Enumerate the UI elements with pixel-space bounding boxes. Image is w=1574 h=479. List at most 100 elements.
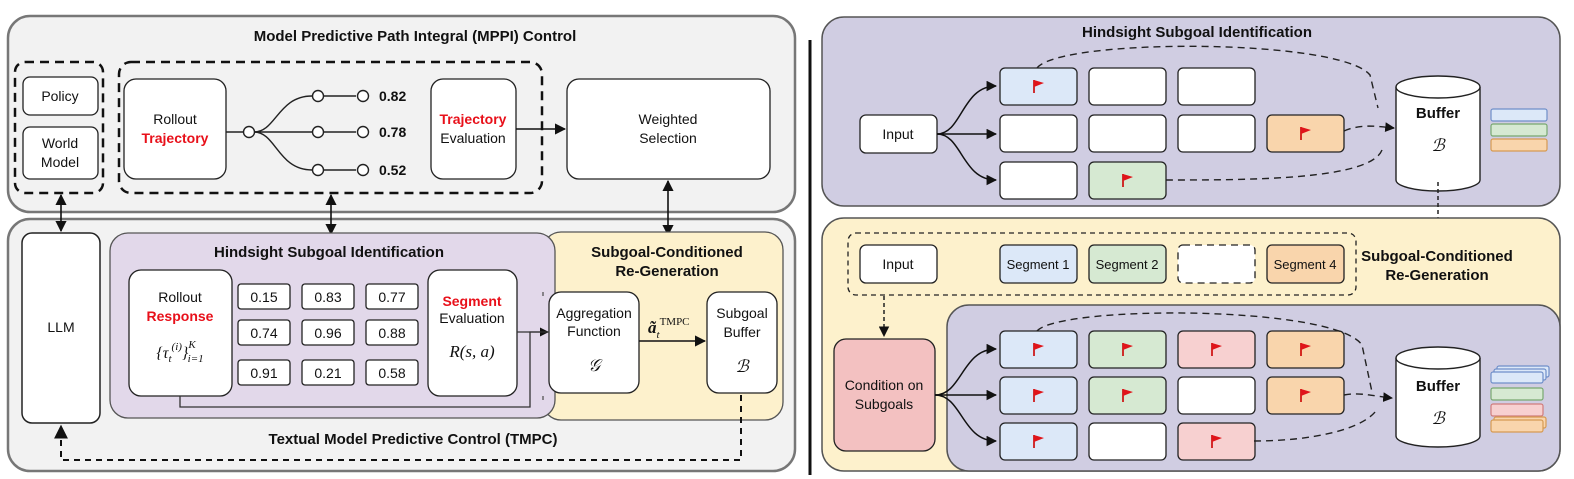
- trajectory-segment: [1266, 114, 1345, 153]
- regenerated-segment: [1266, 330, 1345, 369]
- scr-title-2: Re-Generation: [615, 263, 718, 280]
- subgoal-buffer-label-2: Buffer: [723, 324, 760, 340]
- scr-title-1: Subgoal-Conditioned: [591, 244, 743, 261]
- right-hsi-grid: [999, 67, 1345, 200]
- condition-fanout: [934, 343, 998, 447]
- regenerated-segment: [1088, 376, 1167, 415]
- policy-model-group: [13, 60, 105, 195]
- trajectory-tree: [226, 95, 356, 171]
- regen-dashed-link-2: [1343, 392, 1393, 402]
- score-cell-value: 0.88: [378, 325, 405, 341]
- segment-evaluation-box: [427, 269, 518, 397]
- regenerated-segment: [1266, 376, 1345, 415]
- score-cell-value: 0.77: [378, 289, 405, 305]
- regenerated-segment: [1177, 422, 1256, 461]
- trajectory-segment: [1177, 67, 1256, 106]
- trajectory-segment: [1088, 161, 1167, 200]
- regen-buffer-cylinder: [1395, 346, 1481, 448]
- llm-label: LLM: [47, 319, 74, 335]
- segments-row: Segment 1 Segment 2 Segment 4: [999, 244, 1345, 284]
- score-cell: [365, 319, 419, 346]
- right-hsi-panel: [821, 16, 1561, 207]
- hsi-title: Hindsight Subgoal Identification: [214, 244, 444, 261]
- regen-grid: [999, 330, 1345, 461]
- regenerated-segment: [1088, 422, 1167, 461]
- score-cell: [237, 319, 291, 346]
- right-scr-title-1: Subgoal-Conditioned: [1361, 248, 1513, 265]
- tmpc-title: Textual Model Predictive Control (TMPC): [269, 431, 558, 448]
- segment-box: [1266, 244, 1345, 284]
- policy-box: [22, 76, 99, 116]
- score-cell-value: 0.74: [250, 325, 277, 341]
- score-1: 0.82: [379, 88, 406, 104]
- right-buffer-symbol: ℬ: [1431, 136, 1446, 155]
- trajectory-segment: [1088, 67, 1167, 106]
- regen-dashed-link-1: [1036, 312, 1373, 393]
- mppi-title: Model Predictive Path Integral (MPPI) Co…: [254, 28, 577, 45]
- condition-label-2: Subgoals: [855, 396, 913, 412]
- segment-box: [1177, 244, 1256, 284]
- segment-evaluation-label: Evaluation: [439, 310, 504, 326]
- buffer-to-llm-feedback: [54, 395, 742, 461]
- trajectory-label: Trajectory: [142, 130, 209, 146]
- subgoal-buffer-label-1: Subgoal: [716, 305, 767, 321]
- segment-label: Segment: [442, 293, 501, 309]
- response-label: Response: [147, 308, 214, 324]
- hsi-dashed-link-3: [1165, 149, 1383, 181]
- trajectory-evaluation-box: [430, 78, 517, 180]
- right-input-label: Input: [882, 126, 913, 142]
- right-buffer-stack: [1490, 108, 1548, 152]
- right-scr-title-2: Re-Generation: [1385, 267, 1488, 284]
- trajectory-segment: [1088, 114, 1167, 153]
- right-input-fanout: [936, 80, 998, 186]
- segment-box: [999, 244, 1078, 284]
- hsi-dashed-link-1: [1036, 45, 1379, 109]
- weighted-selection-label-2: Selection: [639, 130, 697, 146]
- rollout-label: Rollout: [153, 111, 197, 127]
- score-cell: [365, 359, 419, 386]
- world-model-box: [22, 126, 99, 180]
- llm-box: [21, 232, 101, 424]
- scr-input-box: [859, 244, 938, 284]
- evaluation-trajectory-label: Trajectory: [440, 111, 507, 127]
- segment-label: Segment 2: [1096, 257, 1159, 272]
- score-cell: [237, 283, 291, 310]
- score-2: 0.78: [379, 124, 406, 140]
- regenerated-segment: [1088, 330, 1167, 369]
- policy-label: Policy: [41, 88, 78, 104]
- regen-buffer-symbol: ℬ: [1431, 409, 1446, 428]
- rollout-trajectory-box: [123, 78, 227, 180]
- world-model-label-1: World: [42, 135, 78, 151]
- weighted-selection-box: [566, 78, 771, 180]
- score-cell: [301, 359, 355, 386]
- right-buffer-cylinder: [1395, 75, 1481, 192]
- aggregation-symbol: 𝒢: [588, 356, 603, 375]
- score-cell: [365, 283, 419, 310]
- subgoal-buffer-symbol: ℬ: [735, 357, 750, 376]
- segments-dashed-group: [847, 232, 1357, 296]
- regenerated-segment: [999, 330, 1078, 369]
- scr-input-label: Input: [882, 256, 913, 272]
- score-cell-value: 0.58: [378, 365, 405, 381]
- right-buffer-label: Buffer: [1416, 105, 1460, 122]
- score-cell: [237, 359, 291, 386]
- segment-box: [1088, 244, 1167, 284]
- aggregation-label-2: Function: [567, 323, 621, 339]
- rollout-response-label: Rollout: [158, 289, 202, 305]
- trajectory-segment: [1177, 114, 1256, 153]
- regen-dashed-link-3: [1253, 407, 1379, 442]
- regenerated-segment: [1177, 330, 1256, 369]
- segment-label: Segment 1: [1007, 257, 1070, 272]
- trajectory-segment: [999, 161, 1078, 200]
- regenerated-segment: [1177, 376, 1256, 415]
- regen-buffer-stack: [1490, 365, 1550, 433]
- world-model-label-2: Model: [41, 154, 79, 170]
- right-hsi-title: Hindsight Subgoal Identification: [1082, 24, 1312, 41]
- segment-label: Segment 4: [1274, 257, 1337, 272]
- subgoal-buffer-box: [706, 291, 778, 394]
- score-cell-value: 0.83: [314, 289, 341, 305]
- evaluation-label: Evaluation: [440, 130, 505, 146]
- trajectory-segment: [999, 67, 1078, 106]
